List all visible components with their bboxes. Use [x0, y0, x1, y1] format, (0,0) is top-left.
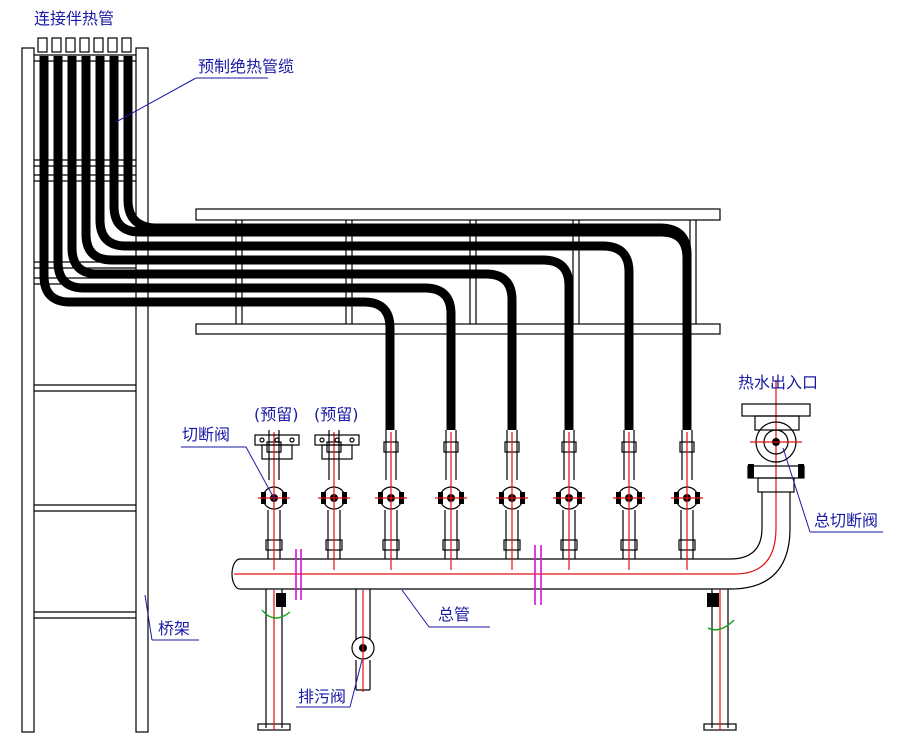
- heating-pipe-end-caps: [37, 37, 132, 53]
- label-reserved-2: (预留): [314, 405, 359, 424]
- label-cutoff-valve: 切断阀: [182, 425, 230, 444]
- insulated-cable: [95, 56, 634, 430]
- label-main-cutoff-valve: 总切断阀: [814, 511, 878, 530]
- end-cap: [79, 37, 90, 53]
- branch-valve: [258, 430, 290, 570]
- branch-valve: [613, 430, 645, 570]
- branch-valve: [553, 430, 585, 570]
- end-cap: [107, 37, 118, 53]
- branch-valve: [435, 430, 467, 570]
- label-hot-water-inlet-outlet: 热水出入口: [738, 373, 818, 392]
- label-connect-heating-pipe: 连接伴热管: [34, 9, 114, 28]
- branch-valve: [496, 430, 528, 570]
- label-header-pipe: 总管: [438, 605, 470, 624]
- break-marks: [295, 545, 542, 605]
- header-pipe: [231, 380, 791, 590]
- insulated-cable: [39, 56, 395, 430]
- branch-valve: [318, 430, 350, 570]
- tray-rung: [34, 384, 136, 392]
- branch-valve: [671, 430, 703, 570]
- insulated-cable: [53, 56, 456, 430]
- branch-valves: [258, 430, 703, 570]
- leader-lines: [115, 77, 883, 708]
- tray-rung: [34, 611, 136, 619]
- drain-valve: [351, 589, 375, 692]
- label-drain-valve: 排污阀: [298, 687, 346, 706]
- pipe-supports: [257, 589, 737, 731]
- prefab-insulated-cables: [39, 56, 692, 430]
- end-cap: [121, 37, 132, 53]
- branch-valve: [375, 430, 407, 570]
- reserved-flange-2: [314, 434, 360, 460]
- main-cutoff-valve: [741, 403, 811, 493]
- tray-rung: [34, 277, 136, 285]
- insulated-cable: [123, 56, 692, 430]
- end-cap: [93, 37, 104, 53]
- tray-rung: [34, 504, 136, 512]
- label-reserved-1: (预留): [254, 405, 299, 424]
- label-cable-tray: 桥架: [158, 619, 190, 638]
- label-prefab-cable: 预制绝热管缆: [198, 57, 294, 76]
- insulated-cable: [67, 56, 517, 430]
- insulated-cable: [81, 56, 574, 430]
- reserved-flange-1: [254, 434, 300, 460]
- end-cap: [51, 37, 62, 53]
- end-cap: [65, 37, 76, 53]
- end-cap: [37, 37, 48, 53]
